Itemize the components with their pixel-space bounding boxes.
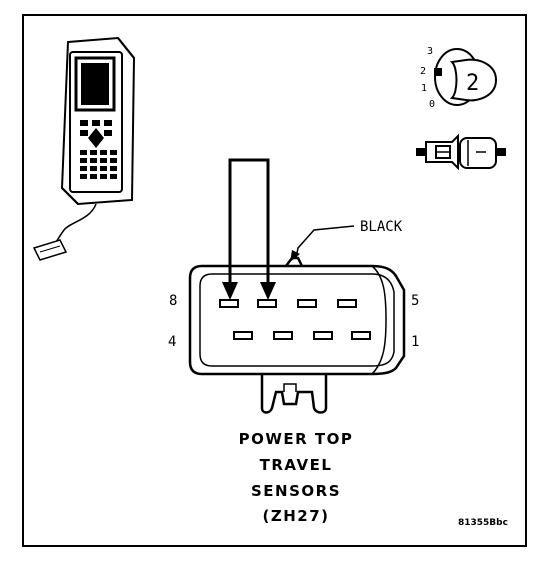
pin-3 bbox=[273, 331, 293, 340]
diagram-frame bbox=[22, 14, 527, 547]
caption-line-4: (ZH27) bbox=[262, 507, 329, 525]
pin-4 bbox=[233, 331, 253, 340]
scan-tool-icon bbox=[32, 36, 136, 261]
pin-label-8: 8 bbox=[169, 293, 177, 309]
caption-line-3: SENSORS bbox=[251, 482, 341, 500]
pin-8 bbox=[219, 299, 239, 308]
probe-leads bbox=[222, 158, 276, 300]
caption-line-1: POWER TOP bbox=[239, 430, 354, 448]
pin-label-4: 4 bbox=[168, 334, 176, 350]
switch-position-1: 1 bbox=[421, 83, 427, 94]
component-caption: POWER TOP TRAVEL SENSORS (ZH27) bbox=[239, 430, 354, 525]
pin-7 bbox=[257, 299, 277, 308]
connector-pins bbox=[219, 299, 371, 340]
pin-1 bbox=[351, 331, 371, 340]
caption-line-2: TRAVEL bbox=[260, 456, 333, 474]
switch-position-3: 3 bbox=[427, 46, 433, 57]
switch-position-2: 2 bbox=[420, 66, 426, 77]
pin-2 bbox=[313, 331, 333, 340]
switch-knob-label: 2 bbox=[466, 71, 479, 96]
sensor-connector bbox=[188, 256, 406, 414]
pin-label-1: 1 bbox=[411, 334, 419, 350]
ignition-switch-icon: 3 2 1 0 2 bbox=[420, 46, 498, 110]
black-wire-callout: BLACK bbox=[290, 219, 403, 262]
pin-6 bbox=[297, 299, 317, 308]
pin-5 bbox=[337, 299, 357, 308]
connector-icon bbox=[416, 133, 506, 171]
figure-id: 81355Bbc bbox=[458, 518, 508, 528]
switch-position-0: 0 bbox=[429, 99, 435, 110]
pin-label-5: 5 bbox=[411, 293, 419, 309]
wire-color-label: BLACK bbox=[360, 219, 403, 235]
